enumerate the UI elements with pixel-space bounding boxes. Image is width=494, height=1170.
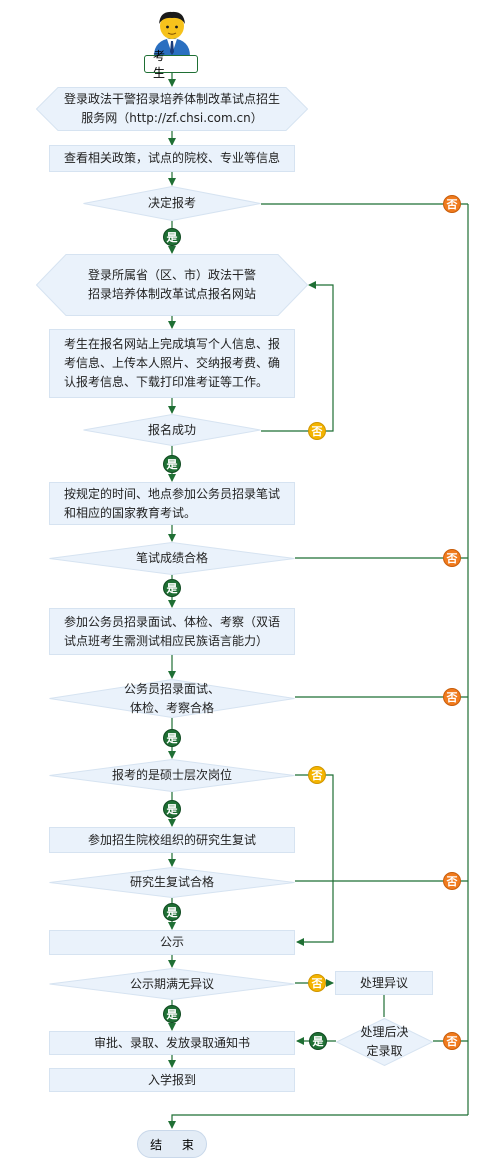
decision-registration-success: 报名成功 <box>83 414 261 446</box>
step-approve-admit: 审批、录取、发放录取通知书 <box>49 1031 295 1055</box>
step-written-exam: 按规定的时间、地点参加公务员招录笔试 和相应的国家教育考试。 <box>49 482 295 525</box>
step-enrollment-label: 入学报到 <box>147 1072 196 1087</box>
step-graduate-retest: 参加招生院校组织的研究生复试 <box>49 827 295 853</box>
no-badge: 否 <box>308 974 326 992</box>
end-label: 结 束 <box>150 1137 202 1152</box>
decision-registration-success-label: 报名成功 <box>147 422 196 437</box>
decision-no-objection-label: 公示期满无异议 <box>129 976 214 991</box>
step-login-province-site-label: 登录所属省（区、市）政法干警 招录培养体制改革试点报名网站 <box>87 268 256 301</box>
step-public-notice-label: 公示 <box>159 935 184 949</box>
decision-written-exam-pass: 笔试成绩合格 <box>49 542 295 575</box>
yes-badge: 是 <box>309 1032 327 1050</box>
decision-interview-pass: 公务员招录面试、 体检、考察合格 <box>49 679 295 718</box>
decision-apply: 决定报考 <box>83 186 261 221</box>
decision-written-exam-pass-label: 笔试成绩合格 <box>135 551 208 565</box>
yes-badge: 是 <box>163 729 181 747</box>
step-public-notice: 公示 <box>49 930 295 955</box>
step-enrollment: 入学报到 <box>49 1068 295 1092</box>
yes-badge: 是 <box>163 903 181 921</box>
yes-badge: 是 <box>163 800 181 818</box>
decision-master-level: 报考的是硕士层次岗位 <box>49 759 295 792</box>
step-complete-registration-label: 考生在报名网站上完成填写个人信息、报 考信息、上传本人照片、交纳报考费、确 认报… <box>64 337 281 389</box>
step-approve-admit-label: 审批、录取、发放录取通知书 <box>93 1035 250 1050</box>
step-handle-objection-label: 处理异议 <box>359 975 408 990</box>
step-login-recruitment-site: 登录政法干警招录培养体制改革试点招生 服务网（http://zf.chsi.co… <box>36 87 308 131</box>
decision-retest-pass: 研究生复试合格 <box>49 867 295 898</box>
no-badge: 否 <box>443 872 461 890</box>
decision-interview-pass-label: 公务员招录面试、 体检、考察合格 <box>123 681 220 715</box>
no-badge: 否 <box>443 1032 461 1050</box>
decision-no-objection: 公示期满无异议 <box>49 968 295 1000</box>
no-badge: 否 <box>308 766 326 784</box>
decision-apply-label: 决定报考 <box>147 196 196 210</box>
start-label: 考 生 <box>153 49 174 80</box>
decision-master-level-label: 报考的是硕士层次岗位 <box>111 768 232 782</box>
yes-badge: 是 <box>163 1005 181 1023</box>
end-node: 结 束 <box>137 1130 207 1158</box>
no-badge: 否 <box>443 688 461 706</box>
yes-badge: 是 <box>163 579 181 597</box>
start-node: 考 生 <box>144 49 198 80</box>
yes-badge: 是 <box>163 455 181 473</box>
decision-admit-after-handling-label: 处理后决 定录取 <box>360 1025 409 1058</box>
step-interview-check-label: 参加公务员招录面试、体检、考察（双语 试点班考生需测试相应民族语言能力） <box>64 614 281 648</box>
no-badge: 否 <box>308 422 326 440</box>
no-badge: 否 <box>443 549 461 567</box>
decision-retest-pass-label: 研究生复试合格 <box>129 875 214 889</box>
no-badge: 否 <box>443 195 461 213</box>
step-view-policy: 查看相关政策，试点的院校、专业等信息 <box>49 145 295 172</box>
person-avatar-icon <box>150 8 194 56</box>
decision-admit-after-handling: 处理后决 定录取 <box>336 1018 433 1066</box>
step-view-policy-label: 查看相关政策，试点的院校、专业等信息 <box>63 151 280 165</box>
yes-badge: 是 <box>163 228 181 246</box>
step-login-recruitment-site-label: 登录政法干警招录培养体制改革试点招生 服务网（http://zf.chsi.co… <box>63 92 280 125</box>
step-complete-registration: 考生在报名网站上完成填写个人信息、报 考信息、上传本人照片、交纳报考费、确 认报… <box>49 329 295 398</box>
step-login-province-site: 登录所属省（区、市）政法干警 招录培养体制改革试点报名网站 <box>36 254 308 316</box>
step-interview-check: 参加公务员招录面试、体检、考察（双语 试点班考生需测试相应民族语言能力） <box>49 608 295 655</box>
step-handle-objection: 处理异议 <box>335 971 433 995</box>
step-written-exam-label: 按规定的时间、地点参加公务员招录笔试 和相应的国家教育考试。 <box>64 486 281 520</box>
step-graduate-retest-label: 参加招生院校组织的研究生复试 <box>87 832 256 847</box>
